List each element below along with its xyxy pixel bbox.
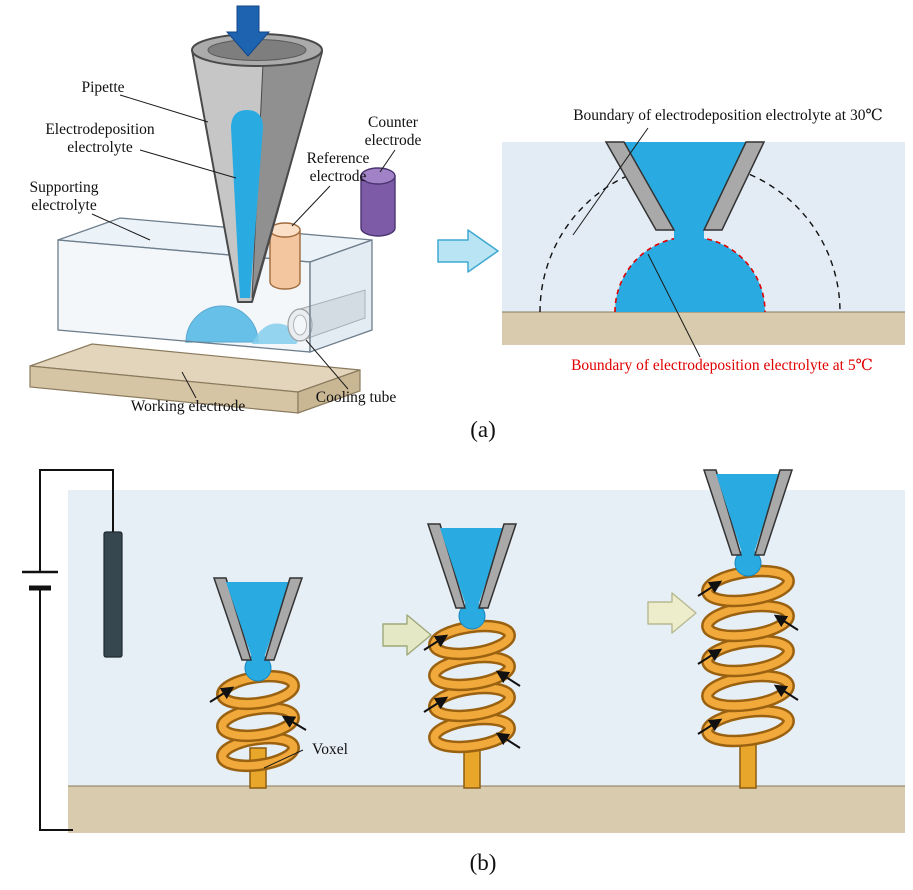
inset-substrate xyxy=(502,312,905,345)
reference-label-line1: Reference xyxy=(307,150,370,167)
pipette1-left-wall xyxy=(212,577,253,661)
rotation-arrow xyxy=(773,684,799,701)
rotation-arrow xyxy=(697,648,723,665)
cooling-tube-label: Cooling tube xyxy=(316,389,397,406)
electrodeposition-label-line2: electrolyte xyxy=(67,139,133,156)
panel-a-inset: Boundary of electrodeposition electrolyt… xyxy=(502,107,905,374)
counter-label-line1: Counter xyxy=(368,114,419,131)
pipette1-right-wall xyxy=(263,577,304,661)
circuit xyxy=(22,469,123,831)
leader-voxel xyxy=(263,749,304,769)
rotation-arrow xyxy=(423,634,449,651)
electrolyte-spread-drop xyxy=(252,323,299,344)
bath-floor xyxy=(68,786,905,833)
growth-arrow-1-icon xyxy=(382,614,432,656)
pipette3-liquid xyxy=(716,474,780,553)
boundary-30-label: Boundary of electrodeposition electrolyt… xyxy=(573,107,883,124)
pipette-label: Pipette xyxy=(81,79,124,96)
electrolyte-dome xyxy=(185,305,259,343)
supporting-label-line2: electrolyte xyxy=(31,197,97,214)
bath-electrode xyxy=(103,531,123,658)
pipette3-right-wall xyxy=(753,469,794,556)
working-electrode-label: Working electrode xyxy=(131,398,246,415)
leader-pipette xyxy=(119,94,209,123)
boundary-5-label: Boundary of electrodeposition electrolyt… xyxy=(571,357,873,374)
counter-electrode xyxy=(360,167,396,237)
inflow-arrow-icon xyxy=(225,5,271,57)
rotation-arrow xyxy=(697,718,723,735)
inset-meniscus-dome xyxy=(615,237,765,312)
rotation-arrow xyxy=(209,686,235,703)
leader-counter xyxy=(379,149,396,173)
rotation-arrow xyxy=(495,732,521,749)
reference-electrode xyxy=(269,222,301,290)
leader-boundary-30 xyxy=(572,127,649,236)
counter-label-line2: electrode xyxy=(365,132,422,149)
leader-electrodeposition xyxy=(139,149,237,179)
growth-stage-3 xyxy=(697,469,799,789)
growth-stage-1: Voxel xyxy=(209,577,348,789)
rotation-arrow xyxy=(697,580,723,597)
pipette2-right-wall xyxy=(477,523,518,609)
leader-reference xyxy=(291,185,331,227)
pipette2-left-wall xyxy=(426,523,467,609)
leader-cooling xyxy=(305,339,349,390)
growth-arrow-2-icon xyxy=(647,592,697,634)
rotation-arrow xyxy=(773,614,799,631)
voxel-stem-3 xyxy=(739,739,757,789)
reference-label-line2: electrode xyxy=(310,168,367,185)
leader-working xyxy=(181,371,197,399)
voxel-label: Voxel xyxy=(312,741,348,758)
pipette2-liquid xyxy=(440,528,504,606)
electrolyte-column xyxy=(231,110,263,298)
supporting-label-line1: Supporting xyxy=(30,179,99,196)
panel-a-caption: (a) xyxy=(470,417,496,442)
nozzle-liquid xyxy=(624,142,746,230)
leader-supporting xyxy=(91,213,151,241)
pipette1-liquid xyxy=(226,582,290,658)
pipette3-left-wall xyxy=(702,469,743,556)
rotation-arrow xyxy=(495,670,521,687)
working-electrode-slab xyxy=(29,343,361,414)
transition-arrow-icon xyxy=(437,229,499,273)
panel-a-apparatus: Pipette Electrodeposition electrolyte Su… xyxy=(29,5,422,415)
panel-b: Voxel xyxy=(22,469,905,833)
rotation-arrow xyxy=(281,715,307,731)
leader-boundary-5 xyxy=(647,253,701,358)
electrodeposition-label-line1: Electrodeposition xyxy=(45,121,155,138)
nozzle-right-wall xyxy=(702,141,766,231)
growth-stage-2 xyxy=(423,523,521,789)
supporting-electrolyte-tank xyxy=(57,217,373,353)
panel-b-caption: (b) xyxy=(470,850,497,875)
rotation-arrow xyxy=(423,696,449,713)
nozzle-liquid-neck xyxy=(674,228,704,244)
pipette xyxy=(191,33,323,303)
